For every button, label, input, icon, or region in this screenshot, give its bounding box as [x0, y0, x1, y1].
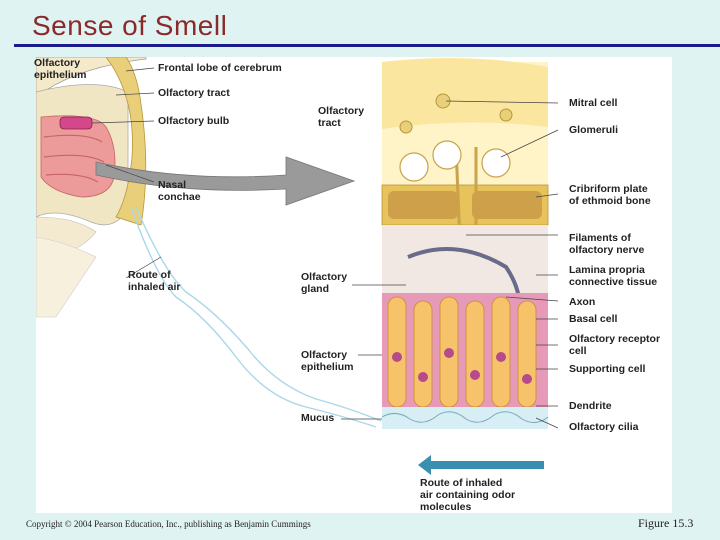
label-lamina-propria: Lamina propria connective tissue — [569, 264, 658, 288]
left-arrow-blue-icon — [418, 455, 544, 475]
label-olfactory-epithelium-mid: Olfactory epithelium — [301, 349, 354, 373]
label-nasal-conchae: Nasal conchae — [158, 179, 201, 203]
leader-lines — [91, 67, 559, 429]
label-frontal-lobe: Frontal lobe of cerebrum — [158, 62, 282, 74]
figure-panel: Olfactory epithelium Frontal lobe of cer… — [34, 57, 672, 513]
label-olfactory-cilia: Olfactory cilia — [569, 421, 639, 433]
label-olfactory-tract-left: Olfactory tract — [158, 87, 230, 99]
label-olfactory-tract-mid: Olfactory tract — [318, 105, 365, 129]
label-glomeruli: Glomeruli — [569, 124, 619, 136]
label-cribriform-plate: Cribriform plate of ethmoid bone — [569, 183, 651, 207]
label-mucus: Mucus — [301, 412, 335, 424]
airflow-route — [130, 206, 382, 428]
head-illustration — [36, 57, 147, 318]
olfaction-diagram — [36, 57, 559, 475]
label-olfactory-gland: Olfactory gland — [301, 271, 348, 295]
label-basal-cell: Basal cell — [569, 313, 618, 325]
figure-number: Figure 15.3 — [638, 516, 694, 530]
label-route-inhaled-air: Route of inhaled air — [128, 269, 181, 293]
label-olfactory-bulb: Olfactory bulb — [158, 115, 230, 127]
label-route-odor: Route of inhaled air containing odor mol… — [420, 477, 516, 513]
label-receptor-cell: Olfactory receptor cell — [569, 333, 661, 357]
label-olfactory-epithelium-top: Olfactory epithelium — [34, 57, 87, 81]
label-dendrite: Dendrite — [569, 400, 612, 412]
epithelium-detail — [381, 58, 549, 429]
label-axon: Axon — [569, 296, 596, 308]
title-rule — [14, 44, 720, 47]
label-mitral-cell: Mitral cell — [569, 97, 618, 109]
label-supporting-cell: Supporting cell — [569, 363, 646, 375]
right-arrow-gray-icon — [95, 156, 356, 206]
label-filaments: Filaments of olfactory nerve — [569, 232, 645, 256]
copyright-text: Copyright © 2004 Pearson Education, Inc.… — [26, 519, 311, 529]
slide-title: Sense of Smell — [32, 10, 228, 41]
